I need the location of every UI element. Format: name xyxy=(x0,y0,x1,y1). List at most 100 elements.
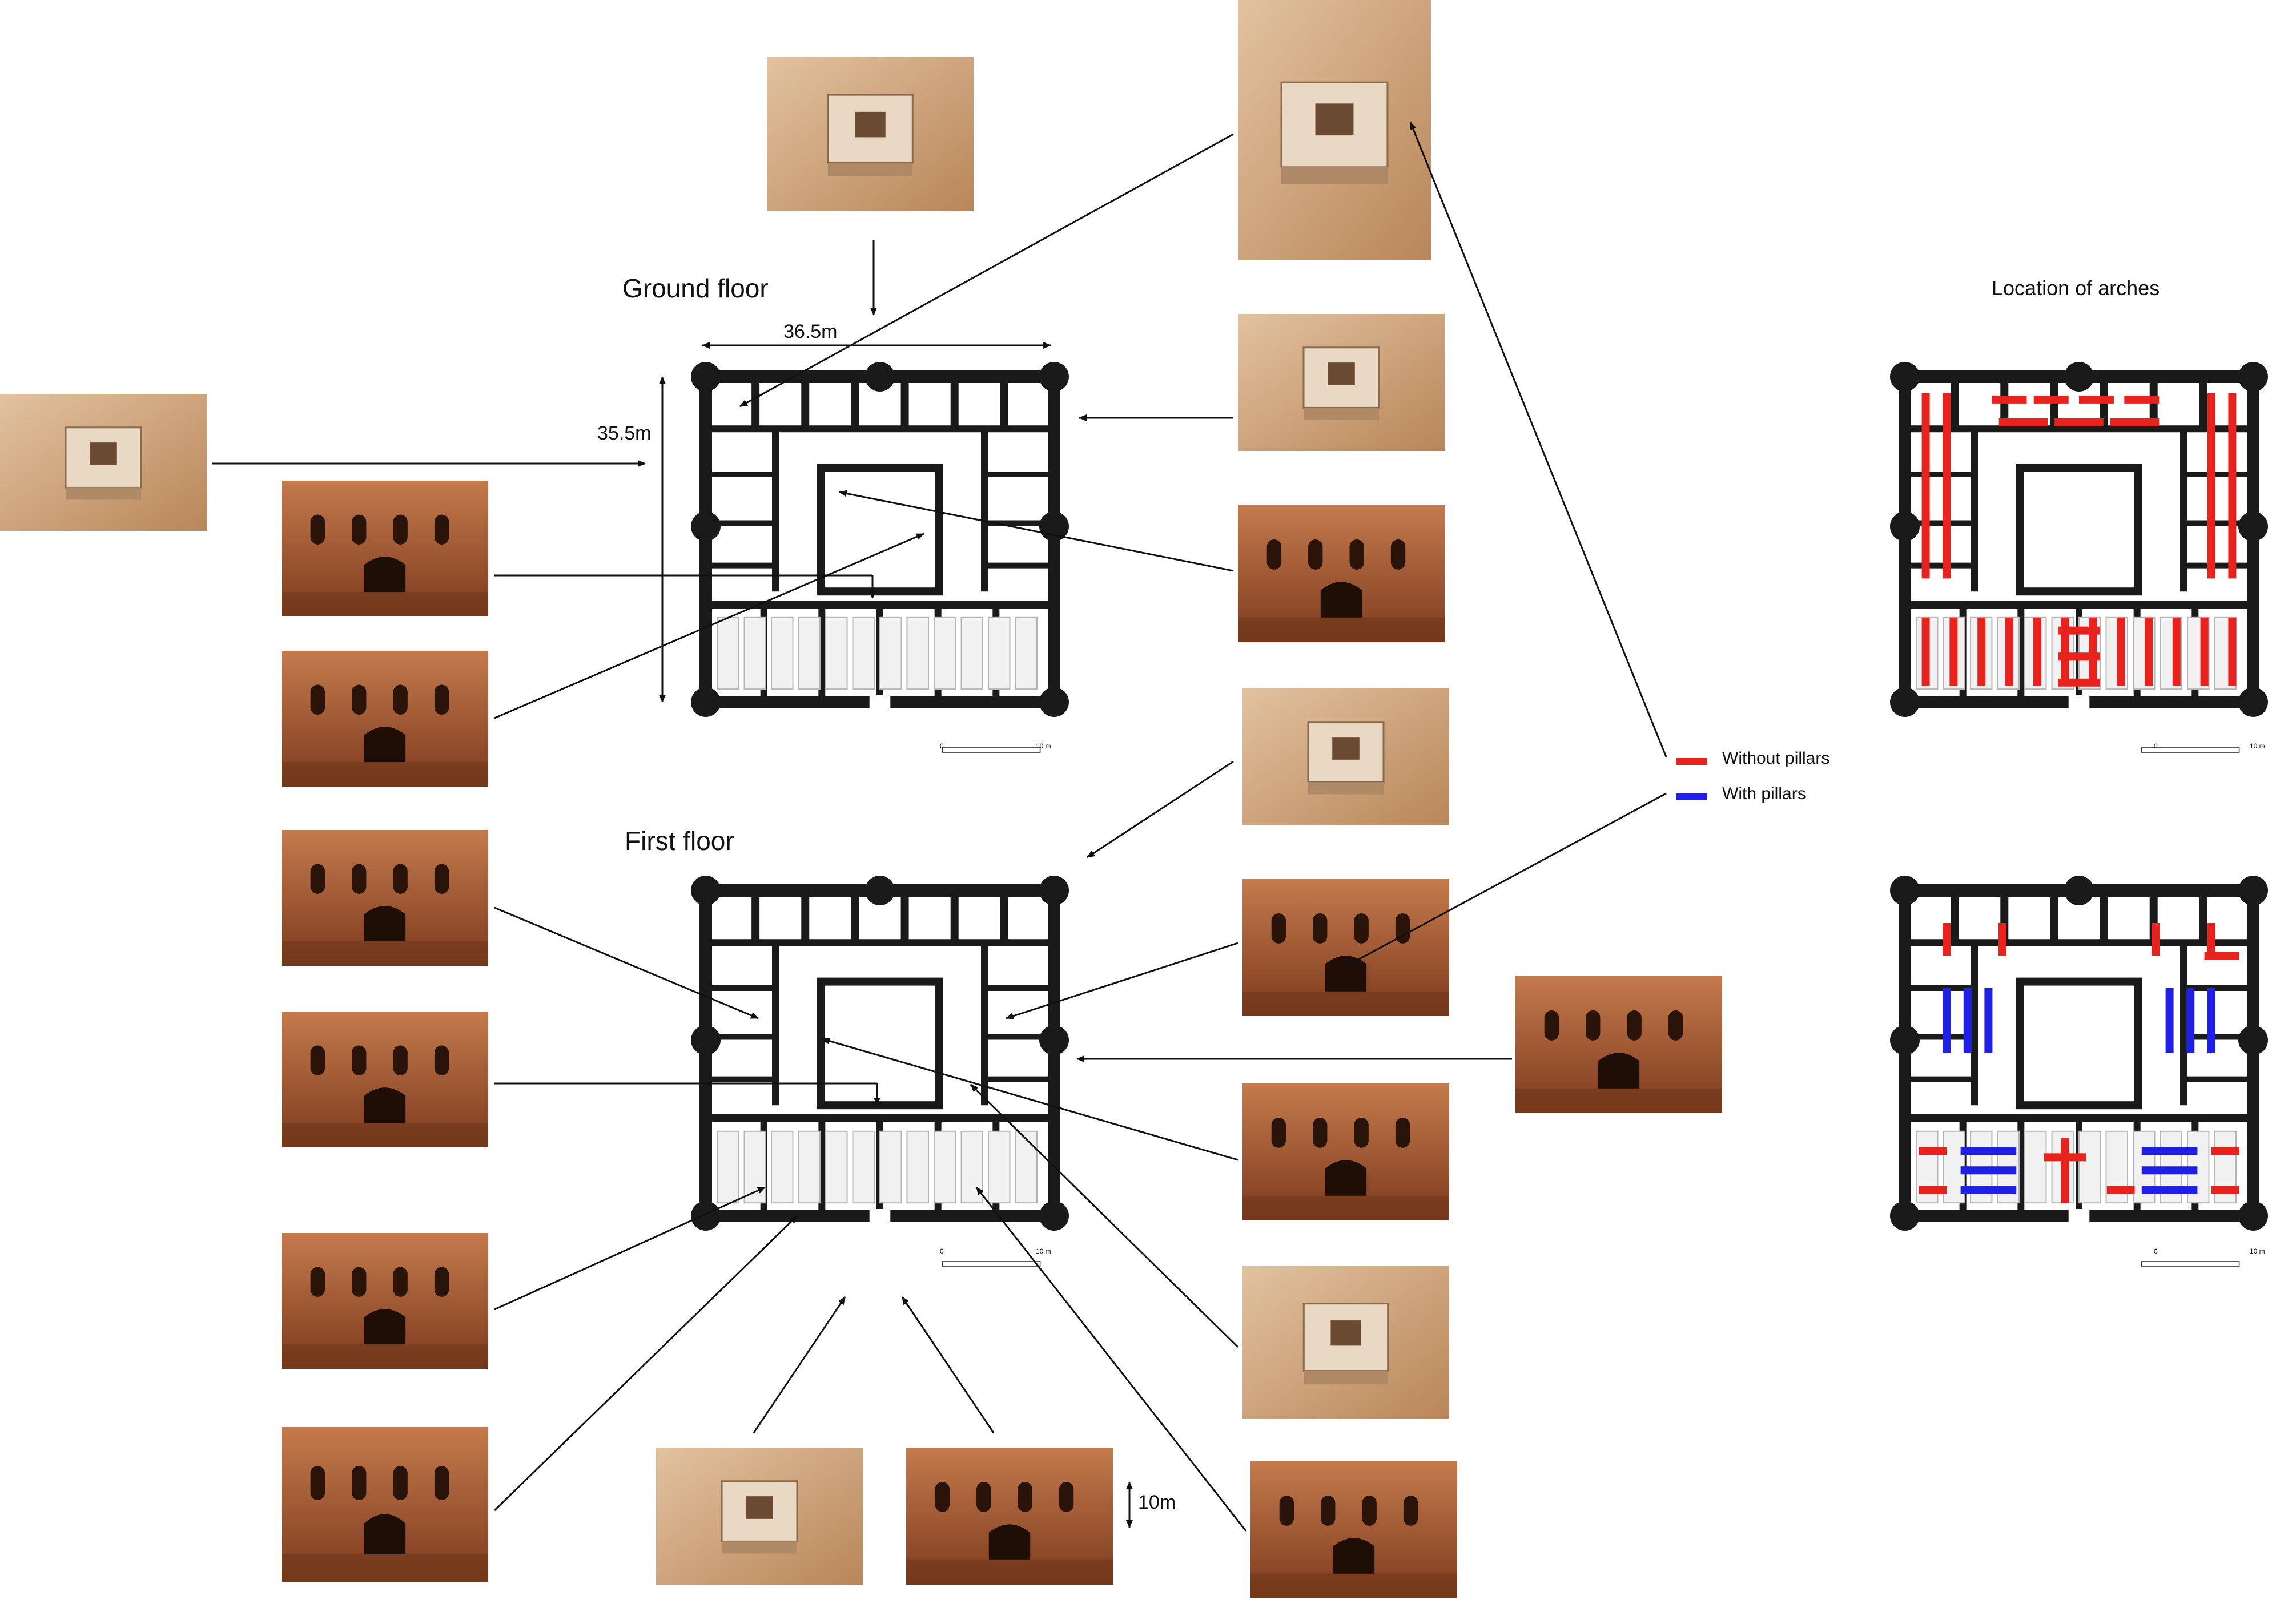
photo-courtyard-right xyxy=(1238,505,1445,642)
photo-pillared-room-left xyxy=(282,1233,488,1369)
window-opening xyxy=(310,1045,325,1075)
vault-strip xyxy=(825,616,848,690)
vault-strip xyxy=(771,1130,794,1204)
arch-doorway xyxy=(1325,956,1367,992)
ground-shade xyxy=(282,941,488,966)
vault-strip xyxy=(988,616,1011,690)
arch-doorway xyxy=(988,1524,1031,1560)
scale-bar xyxy=(942,1261,1041,1267)
arch-doorway xyxy=(1320,582,1362,618)
fort-facade xyxy=(1308,782,1384,795)
window-opening xyxy=(352,1267,367,1297)
vault-strip xyxy=(2024,1130,2047,1204)
window-opening xyxy=(352,864,367,894)
connector-arrow xyxy=(494,1186,766,1311)
courtyard-wall xyxy=(2016,977,2142,1110)
arch-doorway xyxy=(364,1087,406,1123)
plans-layer xyxy=(691,362,2268,1267)
window-opening xyxy=(1627,1010,1642,1041)
fort-facade xyxy=(1281,167,1388,184)
photo-arch-vault xyxy=(1238,0,1431,260)
ground-shade xyxy=(282,1123,488,1147)
photos-layer xyxy=(0,0,1722,1598)
window-opening xyxy=(310,1267,325,1297)
window-opening xyxy=(1354,1118,1369,1148)
ground-shade xyxy=(1242,991,1449,1016)
ground-shade xyxy=(282,1554,488,1582)
entrance-gap xyxy=(869,695,891,709)
vault-strip xyxy=(1015,1130,1038,1204)
photo-hall-interior-right xyxy=(1250,1461,1457,1598)
photo-aerial-right-1 xyxy=(1238,314,1445,451)
tower xyxy=(691,1201,721,1231)
fort-facade xyxy=(827,162,913,176)
vault-strip xyxy=(934,1130,956,1204)
window-opening xyxy=(1544,1010,1559,1041)
tower xyxy=(1039,1025,1069,1055)
window-opening xyxy=(393,514,408,545)
vault-strip xyxy=(798,616,821,690)
vault-strip xyxy=(960,616,983,690)
tower xyxy=(2238,687,2268,717)
photo-courtyard-facade-left-2 xyxy=(282,1012,488,1147)
vault-strip xyxy=(852,1130,875,1204)
courtyard-wall xyxy=(2016,464,2142,596)
photo-aerial-top xyxy=(767,57,974,211)
window-opening xyxy=(352,1045,367,1075)
window-opening xyxy=(1059,1482,1074,1512)
arch-doorway xyxy=(364,1309,406,1345)
window-opening xyxy=(1403,1496,1418,1526)
window-opening xyxy=(393,1466,408,1500)
entrance-gap xyxy=(869,1209,891,1223)
photo-vaulted-hall-left xyxy=(282,830,488,966)
tower xyxy=(2238,1201,2268,1231)
window-opening xyxy=(393,1045,408,1075)
vault-strip xyxy=(798,1130,821,1204)
connector-arrow xyxy=(739,133,1234,408)
photo-courtyard-facade-left-1 xyxy=(282,651,488,787)
location-of-arches-heading: Location of arches xyxy=(1992,276,2160,300)
scale-end-arches-ground: 10 m xyxy=(2250,742,2265,750)
window-opening xyxy=(310,1466,325,1500)
ground-shade xyxy=(282,762,488,787)
fort-courtyard xyxy=(855,111,886,138)
window-opening xyxy=(1354,913,1369,944)
photo-aerial-right-2 xyxy=(1242,688,1449,825)
arch-doorway xyxy=(1333,1538,1375,1574)
tower xyxy=(865,362,895,392)
photo-aerial-left xyxy=(0,394,207,531)
scale-bar xyxy=(2141,1261,2240,1267)
scale-start-arches-first: 0 xyxy=(2154,1247,2158,1255)
ground-floor-heading: Ground floor xyxy=(622,273,769,303)
arch-doorway xyxy=(364,1514,406,1555)
fort-courtyard xyxy=(90,442,117,465)
connector-arrow xyxy=(1348,792,1667,966)
photo-exterior-east xyxy=(1515,976,1722,1113)
photo-hall-pillars-right xyxy=(1242,879,1449,1016)
legend-with-pillars-label: With pillars xyxy=(1722,784,1806,803)
arch-doorway xyxy=(1325,1160,1367,1196)
window-opening xyxy=(1349,539,1364,570)
courtyard-wall xyxy=(817,464,943,596)
scale-bar xyxy=(942,747,1041,753)
window-opening xyxy=(1313,913,1328,944)
fort-courtyard xyxy=(1332,737,1360,760)
window-opening xyxy=(434,864,449,894)
arch-doorway xyxy=(1598,1053,1640,1089)
window-opening xyxy=(434,1267,449,1297)
vault-strip xyxy=(2078,1130,2101,1204)
window-opening xyxy=(1390,539,1406,570)
window-opening xyxy=(352,684,367,715)
tower xyxy=(1890,362,1920,392)
window-opening xyxy=(1321,1496,1336,1526)
connector-arrow xyxy=(1409,122,1667,757)
window-opening xyxy=(1266,539,1282,570)
fort-courtyard xyxy=(1330,1320,1361,1346)
fort-courtyard xyxy=(1328,362,1355,385)
ground-shade xyxy=(1242,1195,1449,1220)
fort-courtyard xyxy=(746,1496,773,1519)
window-opening xyxy=(1018,1482,1032,1512)
window-opening xyxy=(1395,1118,1410,1148)
tower xyxy=(1039,362,1069,392)
